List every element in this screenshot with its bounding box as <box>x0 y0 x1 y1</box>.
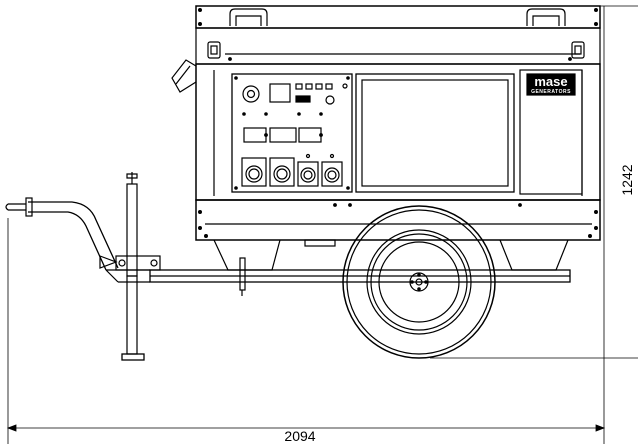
power-sockets <box>241 153 343 187</box>
side-panel: mase GENERATORS <box>519 69 583 195</box>
generator-canopy <box>195 5 601 271</box>
drawbar <box>5 197 150 283</box>
trailer-chassis <box>149 257 571 296</box>
display-screen <box>269 83 291 103</box>
usb-port-icon <box>295 95 311 103</box>
overall-length-dimension: 2094 <box>284 428 315 444</box>
brand-logo-subtitle: GENERATORS <box>531 89 571 95</box>
lifting-handle-right <box>526 8 566 26</box>
brand-logo-name: mase <box>534 74 567 89</box>
reset-button-icon <box>325 95 335 105</box>
overall-height-dimension: 1242 <box>619 164 635 195</box>
dimension-lines <box>6 5 638 444</box>
latch-left <box>207 41 221 59</box>
latch-right <box>571 41 585 59</box>
exhaust-pipe <box>171 59 197 93</box>
control-panel <box>231 73 353 193</box>
wheel <box>342 205 496 359</box>
key-switch-icon <box>242 85 260 103</box>
circuit-breakers <box>242 112 323 143</box>
lifting-handle-left <box>229 8 268 26</box>
jockey-stand <box>99 172 161 361</box>
brand-logo: mase GENERATORS <box>526 73 576 96</box>
towing-eye <box>5 197 33 217</box>
access-door <box>355 73 515 193</box>
